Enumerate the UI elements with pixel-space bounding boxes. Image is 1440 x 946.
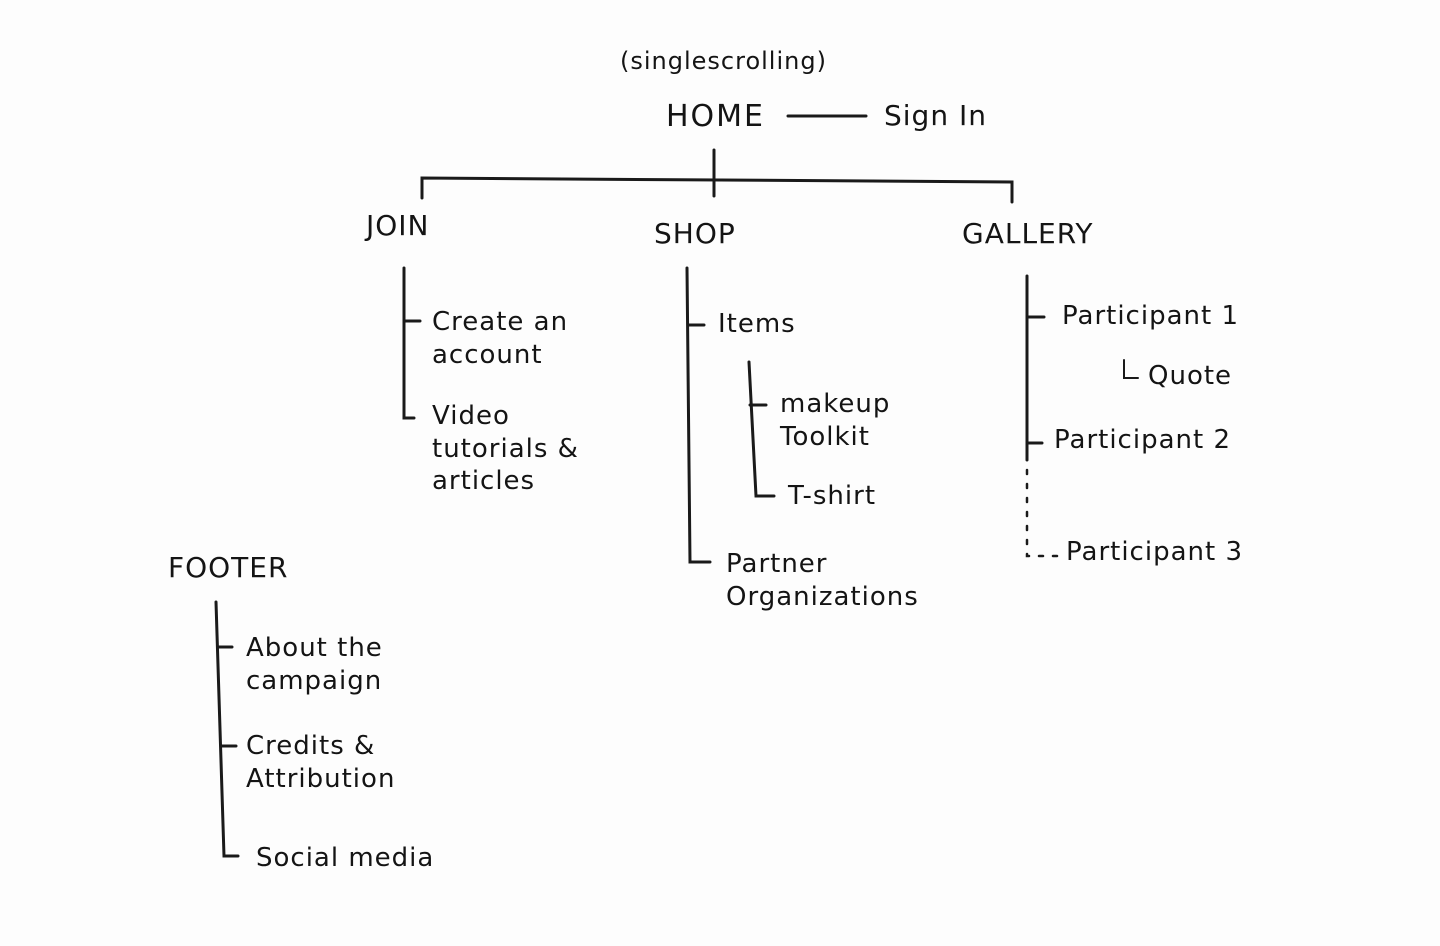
- join-node: JOIN: [366, 209, 430, 242]
- footer-about-campaign: About the campaign: [246, 633, 383, 696]
- join-vertical: [402, 266, 416, 420]
- shop-node: SHOP: [654, 217, 736, 250]
- shop-partner-organizations: Partner Organizations: [726, 549, 919, 612]
- shop-vertical: [685, 266, 712, 564]
- shop-makeup-toolkit: makeup Toolkit: [780, 389, 891, 452]
- items-vertical: [747, 360, 776, 498]
- join-create-account: Create an account: [432, 307, 569, 370]
- gallery-participant-3: Participant 3: [1066, 537, 1243, 567]
- sign-in-node: Sign In: [884, 99, 987, 132]
- shop-items: Items: [718, 309, 796, 339]
- single-scrolling-note: (singlescrolling): [620, 47, 827, 75]
- gallery-participant-2: Participant 2: [1054, 425, 1231, 455]
- main-branch: [420, 176, 1014, 204]
- quote-connector: [1123, 359, 1139, 379]
- join-video-tutorials: Video tutorials & articles: [432, 401, 579, 496]
- gallery-participant-1: Participant 1: [1062, 301, 1239, 331]
- gallery-quote: Quote: [1148, 361, 1233, 391]
- footer-vertical: [214, 600, 240, 858]
- footer-node: FOOTER: [168, 551, 289, 584]
- home-node: HOME: [666, 99, 766, 134]
- footer-social-media: Social media: [256, 843, 435, 873]
- gallery-node: GALLERY: [962, 217, 1094, 250]
- footer-credits-attribution: Credits & Attribution: [246, 731, 396, 794]
- shop-tshirt: T-shirt: [788, 481, 877, 511]
- gallery-dashed-continuation: [1025, 468, 1060, 558]
